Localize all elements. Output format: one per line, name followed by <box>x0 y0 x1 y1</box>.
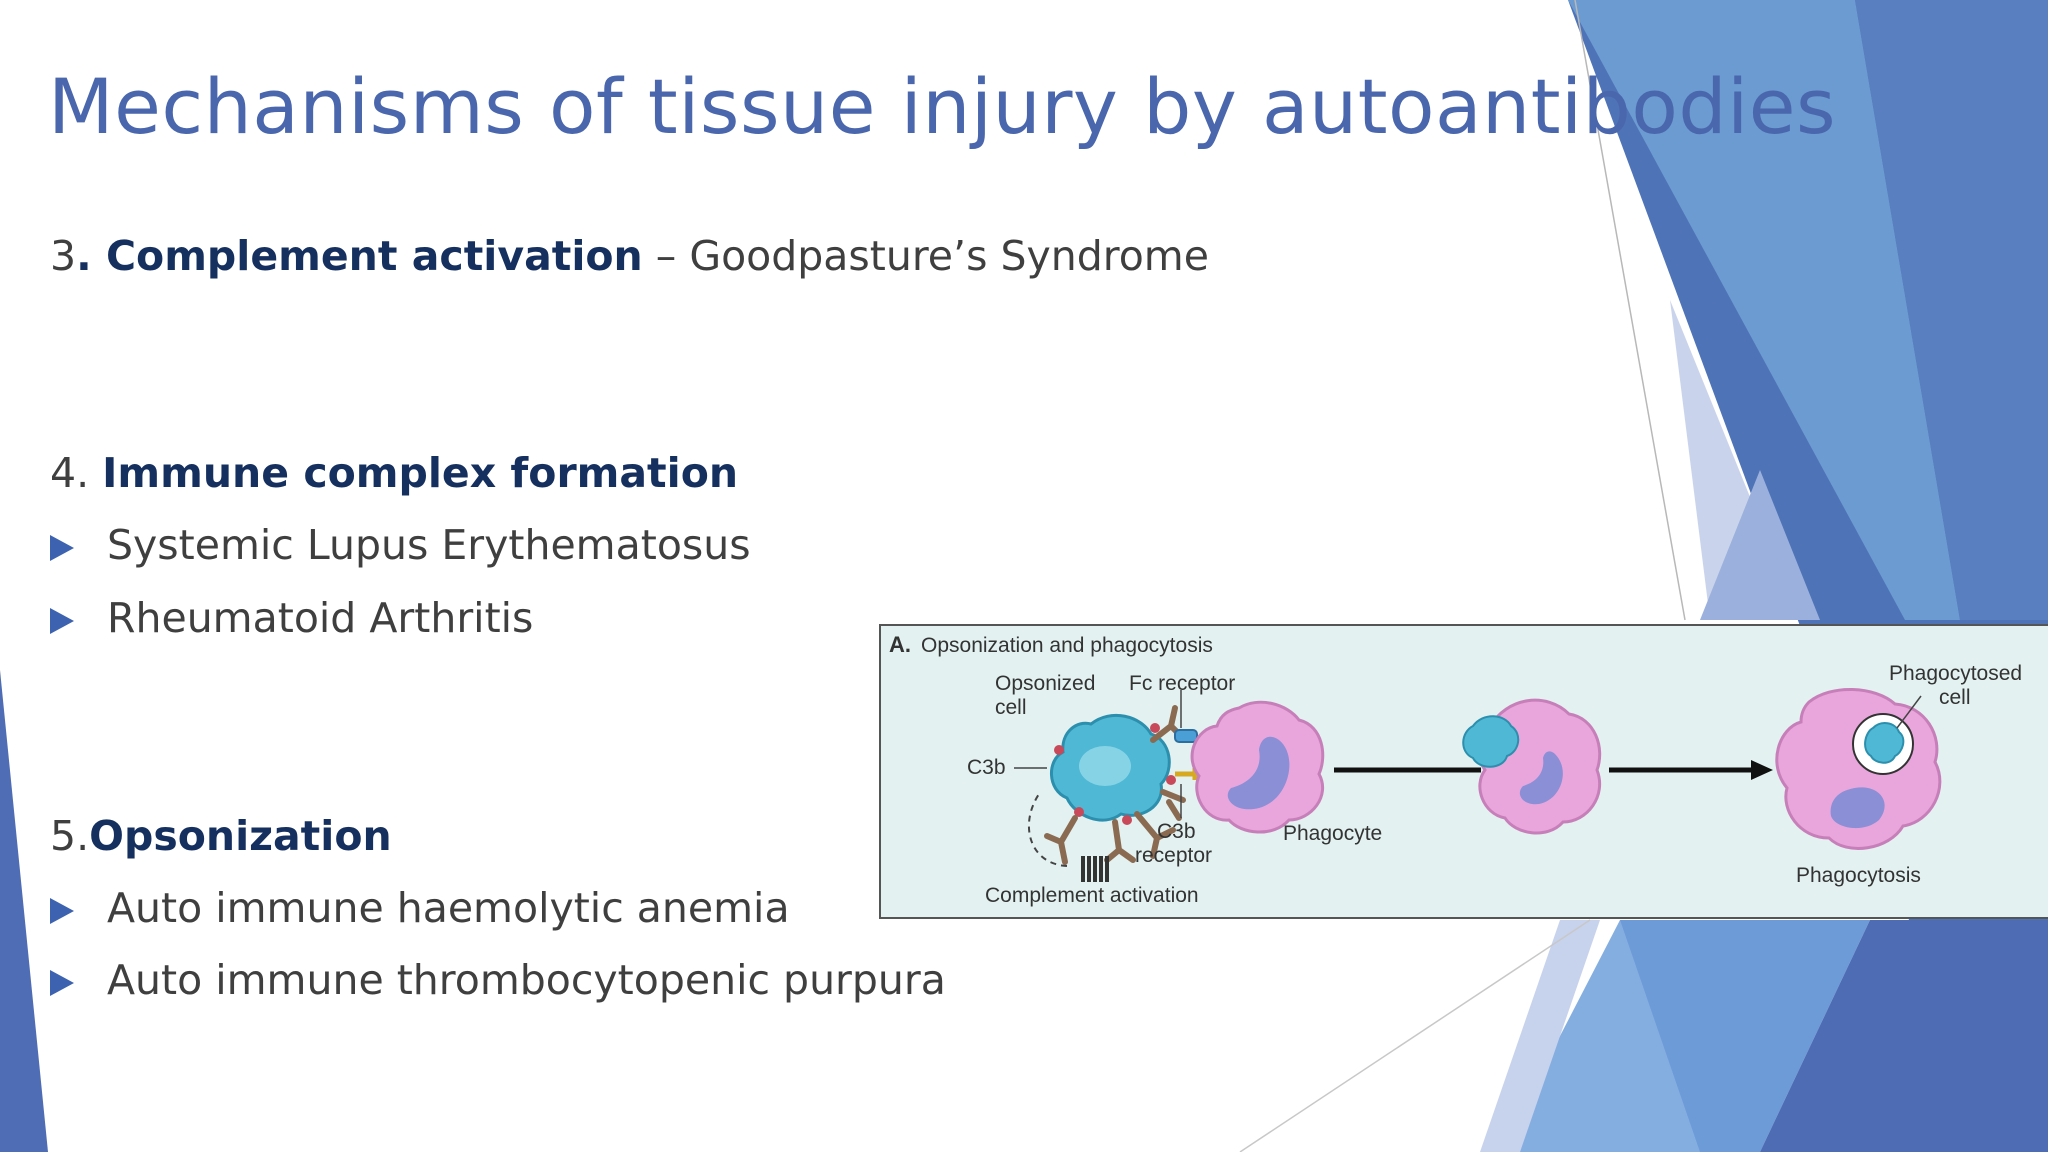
complement-arrow-icon <box>1027 793 1068 867</box>
label-phagocytosed: Phagocytosed <box>1889 662 2022 685</box>
item-opsonization: 5.Opsonization <box>50 812 392 860</box>
fc-receptor-icon <box>1174 729 1198 743</box>
item-number: 3 <box>50 232 77 280</box>
bg-shape-bottom-3 <box>1760 920 2048 1152</box>
label-fc-receptor: Fc receptor <box>1129 672 1235 695</box>
slide-title: Mechanisms of tissue injury by autoantib… <box>48 62 1837 151</box>
label-phagocyte: Phagocyte <box>1283 822 1382 845</box>
bullet-arrow-icon <box>50 898 74 924</box>
bg-shape-upper-right <box>1855 0 2048 620</box>
phagocyte-nucleus-icon <box>1227 736 1290 810</box>
item-immune-complex: 4. Immune complex formation <box>50 449 738 497</box>
bullet-arrow-icon <box>50 608 74 634</box>
bg-shape-bottom-light <box>1480 920 1600 1152</box>
bg-line-2 <box>1239 919 1591 1152</box>
c3b-dots-icon <box>1054 723 1176 825</box>
bg-shape-mid <box>1700 470 1820 620</box>
label-c3b: C3b <box>967 756 1006 779</box>
bg-shape-left <box>0 670 48 1152</box>
bullet-arrow-icon <box>50 970 74 996</box>
bullet-item: Auto immune haemolytic anemia <box>107 884 790 932</box>
bullet-arrow-icon <box>50 535 74 561</box>
label-phagocytosis: Phagocytosis <box>1796 864 1921 887</box>
item-heading: . Complement activation <box>76 232 643 280</box>
item-number: 4. <box>50 449 103 497</box>
opsonized-cell-nucleus-icon <box>1079 746 1131 786</box>
phagocytosed-cell-icon <box>1864 722 1905 764</box>
phagocytosed-pointer <box>1896 695 1922 729</box>
item-complement-activation: 3. Complement activation – Goodpasture’s… <box>50 232 1209 280</box>
label-phagocytosed-cell: cell <box>1939 686 1971 709</box>
opsonized-cell-icon <box>1462 715 1520 768</box>
bullet-item: Auto immune thrombocytopenic purpura <box>107 956 946 1004</box>
complement-icon <box>1081 856 1109 882</box>
label-c3b-receptor: C3b <box>1157 820 1196 843</box>
bg-shape-bottom-2 <box>1620 920 1870 1152</box>
bg-shape-upper <box>1568 0 1960 620</box>
phagocyte-nucleus-icon <box>1519 751 1563 805</box>
bullet-item: Rheumatoid Arthritis <box>107 594 534 642</box>
figure-panel-title: Opsonization and phagocytosis <box>921 634 1213 657</box>
item-number: 5. <box>50 812 90 860</box>
bullet-item: Systemic Lupus Erythematosus <box>107 521 751 569</box>
label-opsonized: Opsonized <box>995 672 1095 695</box>
figure-panel-letter: A. <box>889 632 911 657</box>
phagocyte-icon <box>1190 700 1325 834</box>
label-complement-activation: Complement activation <box>985 884 1199 907</box>
label-c3b-receptor-word: receptor <box>1135 844 1212 867</box>
item-heading: Immune complex formation <box>102 449 739 497</box>
phagocyte-nucleus-icon <box>1830 787 1885 829</box>
label-opsonized-cell: cell <box>995 696 1027 719</box>
item-heading: Opsonization <box>89 812 392 860</box>
item-detail: – Goodpasture’s Syndrome <box>642 232 1209 280</box>
arrow-head-icon <box>1751 760 1773 780</box>
bg-line-1 <box>1574 0 1686 621</box>
opsonization-figure: A. Opsonization and phagocytosis <box>879 624 2048 919</box>
